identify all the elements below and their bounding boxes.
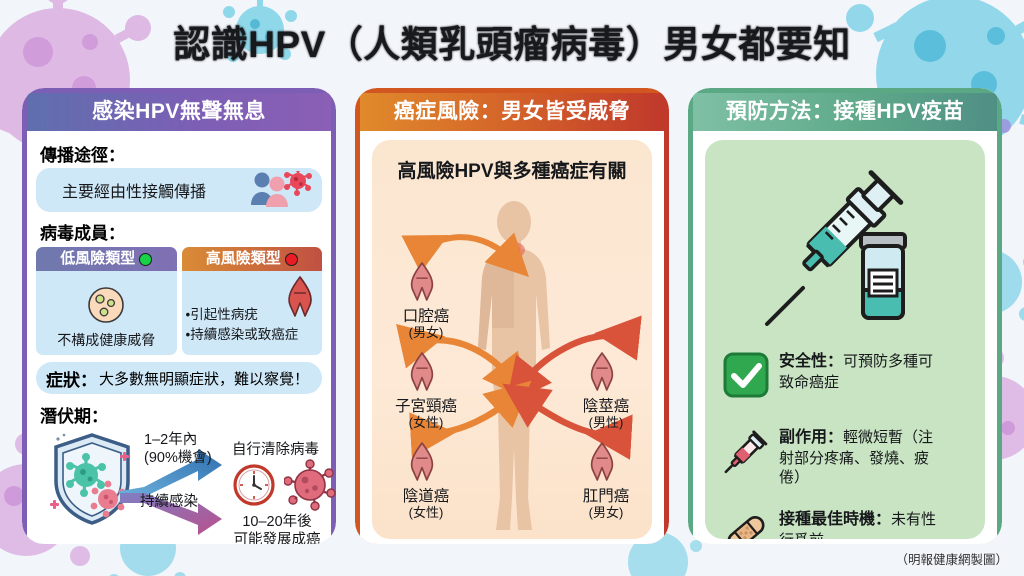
member-high-risk-label: 高風險類型 bbox=[205, 250, 281, 267]
cancer-name-penile: 陰莖癌 bbox=[582, 398, 630, 415]
incubation-down-label: 10–20年後可能發展成癌症 bbox=[233, 514, 321, 544]
prevention-value-safety: 可預防多種可致命癌症 bbox=[779, 353, 934, 391]
cancer-name-cervical: 子宮頸癌 bbox=[394, 398, 457, 415]
member-low-risk-label: 低風險類型 bbox=[60, 250, 136, 267]
panel-prevention-header: 預防方法：接種HPV疫苗 bbox=[693, 93, 997, 131]
transmission-title: 傳播途徑： bbox=[40, 146, 125, 165]
panel-infection-border: 感染HPV無聲無息 傳播途徑： 主要經由性接觸傳播 bbox=[22, 88, 336, 544]
panel-cancer-risk-body: 高風險HPV與多種癌症有關 bbox=[360, 131, 664, 544]
cancer-name-vaginal: 陰道癌 bbox=[402, 488, 450, 505]
red-ribbon-icon bbox=[410, 352, 434, 391]
prevention-text-safety: 安全性：可預防多種可致命癌症 bbox=[779, 352, 947, 392]
high-risk-bullet-0: •引起性病疣 bbox=[185, 307, 258, 323]
member-low-risk-header: 低風險類型 bbox=[36, 247, 177, 271]
prevention-item-side-effects: 副作用：輕微短暫（注射部分疼痛、發燒、疲倦） bbox=[723, 428, 947, 488]
panel-cancer-risk: 癌症風險：男女皆受威脅 高風險HPV與多種癌症有關 bbox=[355, 88, 669, 544]
prevention-item-safety: 安全性：可預防多種可致命癌症 bbox=[723, 352, 947, 398]
red-ribbon-icon bbox=[288, 276, 312, 317]
high-risk-bullets: •引起性病疣 •持續感染或致癌症 bbox=[186, 281, 299, 344]
cancer-who-anal: (男女) bbox=[588, 504, 624, 520]
cancer-label-penile: 陰莖癌 (男性) bbox=[556, 398, 652, 431]
panel-cancer-risk-border: 癌症風險：男女皆受威脅 高風險HPV與多種癌症有關 bbox=[355, 88, 669, 544]
cancer-name-oral: 口腔癌 bbox=[402, 308, 450, 325]
prevention-item-best-time: 接種最佳時機：未有性行爲前 bbox=[723, 510, 947, 539]
cancer-who-penile: (男性) bbox=[588, 414, 624, 430]
prevention-text-side-effects: 副作用：輕微短暫（注射部分疼痛、發燒、疲倦） bbox=[779, 428, 947, 488]
red-ribbon-icon bbox=[410, 442, 434, 481]
incubation-up-caption: 1–2年內(90%機會) bbox=[144, 432, 212, 467]
member-high-risk-body: •引起性病疣 •持續感染或致癌症 bbox=[181, 271, 322, 355]
panel-infection-header: 感染HPV無聲無息 bbox=[27, 93, 331, 131]
prevention-text-best-time: 接種最佳時機：未有性行爲前 bbox=[779, 510, 947, 539]
panel-prevention-border: 預防方法：接種HPV疫苗 bbox=[688, 88, 1002, 544]
cancer-label-anal: 肛門癌 (男女) bbox=[558, 488, 652, 521]
cancer-diagram-card: 高風險HPV與多種癌症有關 bbox=[372, 140, 652, 539]
member-col-high-risk: 高風險類型 •引起性病疣 •持續感染或致癌症 bbox=[181, 247, 322, 355]
green-check-icon bbox=[723, 352, 769, 398]
panel-prevention-body: 安全性：可預防多種可致命癌症 bbox=[693, 131, 997, 544]
panel-infection: 感染HPV無聲無息 傳播途徑： 主要經由性接觸傳播 bbox=[22, 88, 336, 544]
member-col-low-risk: 低風險類型 不構成健康威脅 bbox=[36, 247, 177, 355]
prevention-value-best-time: 未有性行爲前 bbox=[779, 511, 937, 539]
syringe-icon bbox=[724, 430, 768, 474]
member-low-risk-caption: 不構成健康威脅 bbox=[57, 332, 156, 348]
prevention-label-best-time: 接種最佳時機： bbox=[779, 511, 892, 528]
transmission-block: 傳播途徑： 主要經由性接觸傳播 bbox=[36, 141, 322, 212]
members-grid: 低風險類型 不構成健康威脅 bbox=[36, 247, 322, 355]
page-title: 認識HPV（人類乳頭瘤病毒）男女都要知 bbox=[173, 24, 851, 65]
cancer-label-cervical: 子宮頸癌 (女性) bbox=[374, 398, 478, 431]
credit-text: （明報健康網製圖） bbox=[895, 553, 1008, 567]
cancer-who-cervical: (女性) bbox=[408, 414, 444, 430]
cancer-label-vaginal: 陰道癌 (女性) bbox=[378, 488, 474, 521]
cancer-name-anal: 肛門癌 bbox=[582, 488, 630, 505]
wart-cell-icon bbox=[88, 287, 125, 323]
symptom-text: 大多數無明顯症狀，難以察覺！ bbox=[99, 370, 310, 388]
red-ribbon-icon bbox=[410, 262, 434, 301]
high-risk-bullet-1: •持續感染或致癌症 bbox=[185, 327, 299, 342]
high-risk-red-dot-icon bbox=[284, 252, 298, 266]
incubation-title: 潛伏期： bbox=[40, 407, 108, 426]
incubation-up-label: 自行清除病毒 bbox=[232, 442, 319, 458]
panel-cancer-risk-header: 癌症風險：男女皆受威脅 bbox=[360, 93, 664, 131]
red-ribbon-icon bbox=[590, 442, 614, 481]
symptom-label: 症狀： bbox=[46, 370, 97, 390]
clock-icon bbox=[233, 464, 275, 506]
prevention-label-safety: 安全性： bbox=[779, 353, 844, 370]
prevention-label-side-effects: 副作用： bbox=[779, 429, 844, 446]
symptom-row: 症狀： 大多數無明顯症狀，難以察覺！ bbox=[36, 362, 322, 394]
prevention-value-side-effects: 輕微短暫（注射部分疼痛、發燒、疲倦） bbox=[779, 429, 934, 487]
member-high-risk-header: 高風險類型 bbox=[181, 247, 322, 271]
cancer-who-oral: (男女) bbox=[408, 324, 444, 340]
incubation-diagram: 1–2年內(90%機會) 自行清除病毒 持續感染 10–20年後可能發展成癌症 bbox=[36, 427, 336, 544]
low-risk-green-dot-icon bbox=[139, 252, 153, 266]
red-ribbon-icon bbox=[590, 352, 614, 391]
bandage-icon bbox=[727, 515, 765, 539]
transmission-row: 主要經由性接觸傳播 bbox=[36, 168, 322, 212]
cancer-subtitle: 高風險HPV與多種癌症有關 bbox=[397, 161, 627, 182]
incubation-down-caption: 持續感染 bbox=[140, 494, 198, 510]
couple-icon bbox=[251, 171, 312, 207]
syringe-and-vial-icon bbox=[765, 170, 907, 326]
panel-infection-body: 傳播途徑： 主要經由性接觸傳播 bbox=[27, 131, 336, 544]
cancer-label-oral: 口腔癌 (男女) bbox=[378, 308, 474, 341]
panel-prevention: 預防方法：接種HPV疫苗 bbox=[688, 88, 1002, 544]
virus-icon bbox=[284, 459, 336, 511]
cancer-arrows bbox=[396, 232, 642, 460]
members-title: 病毒成員： bbox=[40, 224, 125, 243]
transmission-text: 主要經由性接觸傳播 bbox=[62, 184, 207, 201]
prevention-card: 安全性：可預防多種可致命癌症 bbox=[705, 140, 985, 539]
cancer-who-vaginal: (女性) bbox=[408, 504, 444, 520]
member-low-risk-body: 不構成健康威脅 bbox=[36, 271, 177, 355]
